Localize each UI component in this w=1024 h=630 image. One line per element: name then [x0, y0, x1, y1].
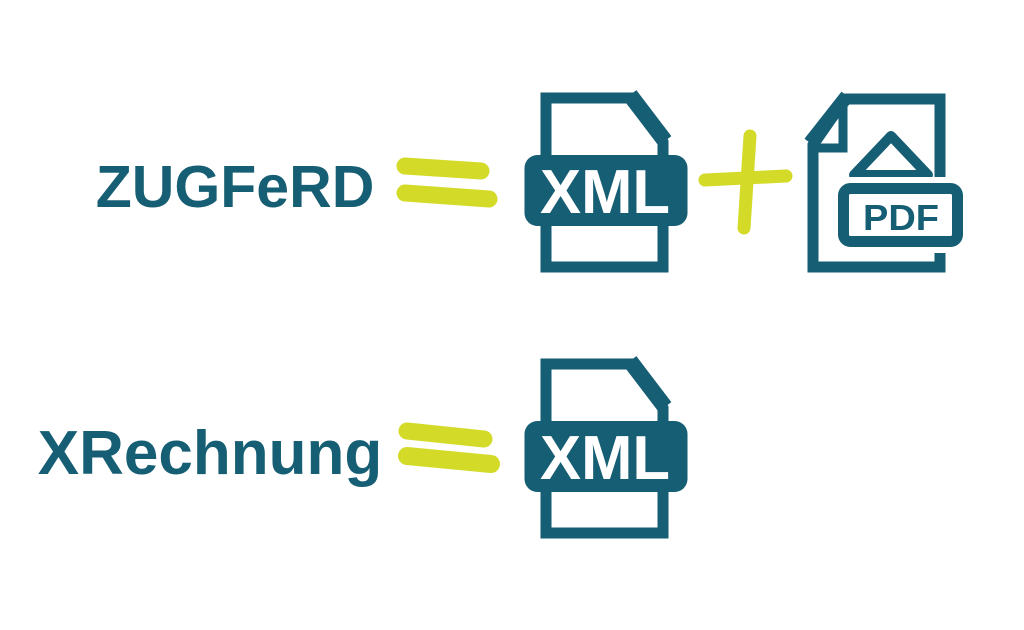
- xml-file-icon: XML: [524, 90, 688, 273]
- xml-folded-corner: [623, 356, 672, 412]
- equals-bottom-stroke: [396, 184, 498, 208]
- equals-icon: [398, 422, 500, 473]
- pdf-badge-label: PDF: [863, 197, 939, 238]
- plus-icon: [698, 129, 793, 235]
- xml-badge-band: [524, 421, 688, 492]
- xml-file-icon: XML: [524, 356, 688, 539]
- pdf-triangle-glyph: [849, 131, 933, 180]
- plus-horizontal-stroke: [698, 169, 793, 187]
- pdf-file-icon: PDF: [804, 91, 969, 273]
- xml-badge-band: [524, 155, 688, 226]
- pdf-fold-flap: [816, 100, 848, 153]
- xml-folded-corner: [623, 90, 672, 146]
- xml-badge-label: XML: [540, 424, 670, 493]
- equals-icon: [396, 157, 498, 208]
- xml-badge-label: XML: [540, 158, 670, 227]
- zugferd-label: ZUGFeRD: [95, 154, 375, 220]
- equals-top-stroke: [396, 157, 490, 180]
- xrechnung-label: XRechnung: [37, 419, 383, 488]
- equals-top-stroke: [398, 422, 493, 448]
- equals-bottom-stroke: [398, 447, 500, 473]
- pdf-badge-frame: [838, 183, 963, 247]
